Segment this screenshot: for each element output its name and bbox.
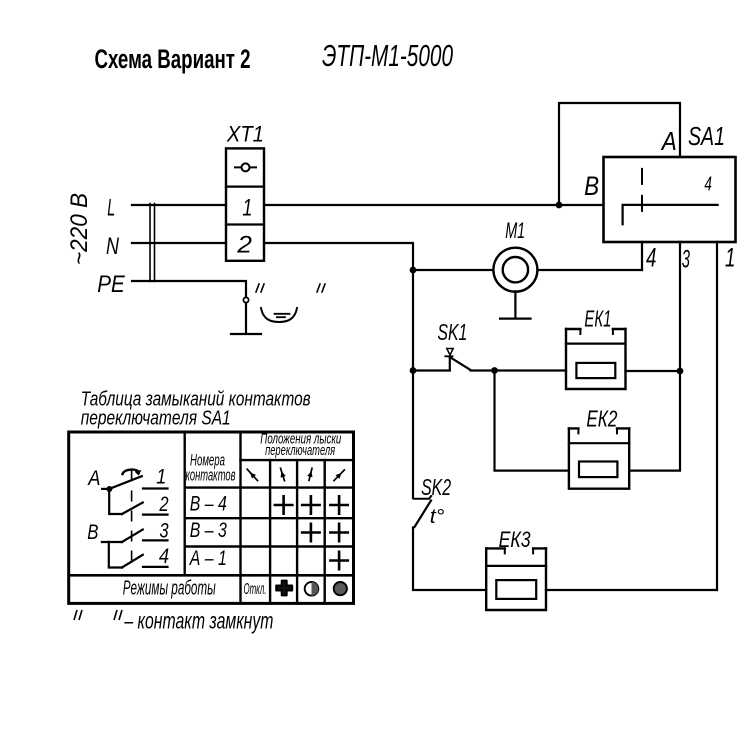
svg-text:t°: t° (430, 506, 445, 528)
svg-text:А – 1: А – 1 (188, 547, 227, 570)
svg-text:N: N (106, 233, 119, 260)
svg-text:переключателя SA1: переключателя SA1 (81, 407, 231, 430)
svg-text:3: 3 (682, 246, 690, 274)
svg-text:В: В (584, 171, 599, 201)
svg-text:1: 1 (725, 243, 735, 273)
svg-text:4: 4 (646, 243, 656, 273)
svg-text:ЭТП-М1-5000: ЭТП-М1-5000 (322, 38, 453, 73)
svg-text:ЕК2: ЕК2 (586, 406, 617, 432)
svg-text:ХТ1: ХТ1 (226, 122, 264, 147)
svg-text:PE: PE (97, 271, 125, 298)
svg-text:1: 1 (156, 466, 166, 489)
svg-text:L: L (107, 195, 115, 222)
svg-text:Положения лыски: Положения лыски (260, 430, 341, 447)
svg-text:3: 3 (159, 520, 168, 543)
svg-text:Схема Вариант 2: Схема Вариант 2 (95, 44, 251, 74)
svg-text:Номера: Номера (190, 451, 225, 470)
svg-text:В – 4: В – 4 (190, 493, 227, 516)
svg-text:4: 4 (159, 545, 169, 568)
svg-text:4: 4 (704, 173, 712, 195)
svg-text:М1: М1 (505, 218, 525, 243)
svg-text:2: 2 (159, 493, 169, 516)
svg-text:2: 2 (236, 232, 252, 259)
svg-text:А: А (660, 126, 677, 156)
svg-text:ЕК3: ЕК3 (499, 527, 532, 552)
svg-text:~220 В: ~220 В (66, 193, 93, 265)
svg-text:контактов: контактов (186, 466, 236, 485)
svg-text:А: А (87, 467, 101, 490)
svg-text:Откл.: Откл. (244, 581, 267, 598)
svg-text:В – 3: В – 3 (190, 519, 227, 542)
svg-text:SK1: SK1 (437, 319, 467, 345)
svg-text:переключателя: переключателя (265, 442, 335, 459)
svg-text:1: 1 (242, 194, 252, 221)
svg-text:ЕК1: ЕК1 (584, 306, 611, 332)
svg-text:Режимы работы: Режимы работы (123, 578, 216, 600)
svg-text:Таблица замыканий контактов: Таблица замыканий контактов (81, 388, 311, 411)
svg-text:В: В (87, 521, 98, 544)
svg-text:SK2: SK2 (421, 474, 451, 500)
svg-text:– контакт замкнут: – контакт замкнут (124, 608, 274, 634)
svg-text:SA1: SA1 (688, 121, 725, 151)
